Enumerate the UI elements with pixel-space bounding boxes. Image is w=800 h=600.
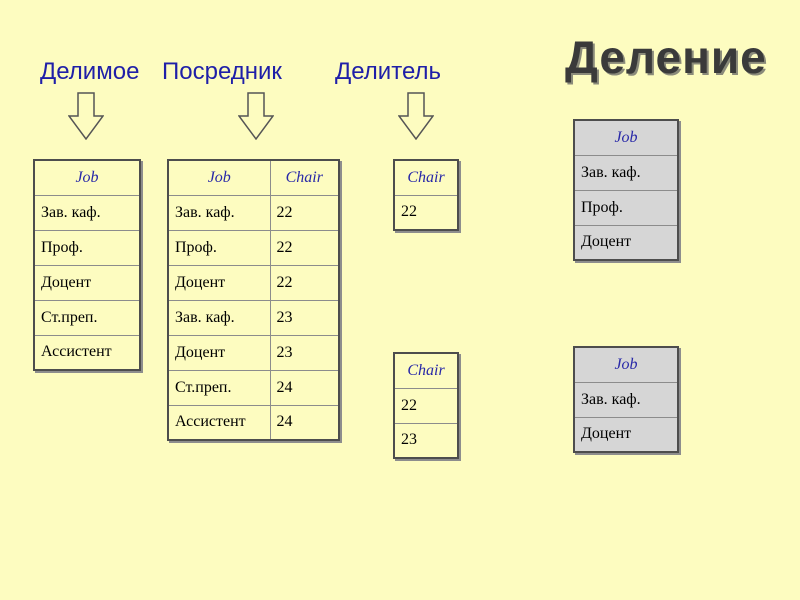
column-header-job: Job bbox=[573, 346, 679, 383]
title-shadow: Деление bbox=[567, 33, 769, 85]
table-row: Зав. каф. bbox=[573, 381, 679, 418]
cell-chair: 22 bbox=[393, 194, 459, 231]
down-arrow-icon bbox=[238, 92, 274, 140]
table-header-row: Chair bbox=[393, 159, 459, 196]
table-row: Зав. каф. bbox=[573, 154, 679, 191]
cell-chair: 23 bbox=[269, 299, 340, 336]
table-row: 23 bbox=[393, 422, 459, 459]
result-table-1: Job Зав. каф. Проф. Доцент bbox=[573, 119, 679, 261]
table-header-row: Job bbox=[33, 159, 141, 196]
cell-chair: 22 bbox=[393, 387, 459, 424]
table-row: Доцент bbox=[573, 416, 679, 453]
table-row: 22 bbox=[393, 387, 459, 424]
column-header-job: Job bbox=[167, 159, 271, 196]
cell-chair: 23 bbox=[393, 422, 459, 459]
table-row: 22 bbox=[393, 194, 459, 231]
cell-job: Зав. каф. bbox=[167, 299, 271, 336]
table-row: Доцент bbox=[33, 264, 141, 301]
table-header-row: Job Chair bbox=[167, 159, 340, 196]
table-row: Зав. каф.23 bbox=[167, 299, 340, 336]
title-text: Деление bbox=[565, 31, 767, 83]
cell-job: Проф. bbox=[167, 229, 271, 266]
column-header-chair: Chair bbox=[393, 352, 459, 389]
divisor-table-1: Chair 22 bbox=[393, 159, 459, 231]
table-header-row: Job bbox=[573, 346, 679, 383]
cell-job: Зав. каф. bbox=[573, 154, 679, 191]
table-row: Ст.преп.24 bbox=[167, 369, 340, 406]
down-arrow-icon bbox=[68, 92, 104, 140]
cell-job: Зав. каф. bbox=[33, 194, 141, 231]
cell-job: Ассистент bbox=[167, 404, 271, 441]
column-header-chair: Chair bbox=[393, 159, 459, 196]
cell-job: Зав. каф. bbox=[167, 194, 271, 231]
table-header-row: Chair bbox=[393, 352, 459, 389]
cell-job: Ст.преп. bbox=[33, 299, 141, 336]
table-header-row: Job bbox=[573, 119, 679, 156]
dividend-table: Job Зав. каф. Проф. Доцент Ст.преп. Асси… bbox=[33, 159, 141, 371]
cell-job: Доцент bbox=[573, 224, 679, 261]
cell-job: Проф. bbox=[33, 229, 141, 266]
cell-job: Доцент bbox=[167, 264, 271, 301]
cell-job: Зав. каф. bbox=[573, 381, 679, 418]
column-header-chair: Chair bbox=[269, 159, 340, 196]
column-header-job: Job bbox=[573, 119, 679, 156]
table-row: Зав. каф. bbox=[33, 194, 141, 231]
cell-chair: 23 bbox=[269, 334, 340, 371]
result-table-2: Job Зав. каф. Доцент bbox=[573, 346, 679, 453]
table-row: Ассистент bbox=[33, 334, 141, 371]
divisor-table-2: Chair 22 23 bbox=[393, 352, 459, 459]
cell-chair: 24 bbox=[269, 369, 340, 406]
cell-job: Проф. bbox=[573, 189, 679, 226]
label-divisor: Делитель bbox=[335, 58, 441, 85]
cell-job: Доцент bbox=[33, 264, 141, 301]
cell-chair: 22 bbox=[269, 229, 340, 266]
cell-job: Доцент bbox=[573, 416, 679, 453]
down-arrow-icon bbox=[398, 92, 434, 140]
table-row: Зав. каф.22 bbox=[167, 194, 340, 231]
table-row: Проф. bbox=[33, 229, 141, 266]
table-row: Проф.22 bbox=[167, 229, 340, 266]
column-header-job: Job bbox=[33, 159, 141, 196]
table-row: Доцент bbox=[573, 224, 679, 261]
cell-chair: 22 bbox=[269, 264, 340, 301]
table-row: Ст.преп. bbox=[33, 299, 141, 336]
page-title: Деление Деление bbox=[565, 30, 769, 85]
cell-job: Ассистент bbox=[33, 334, 141, 371]
cell-job: Ст.преп. bbox=[167, 369, 271, 406]
cell-chair: 24 bbox=[269, 404, 340, 441]
label-intermediary: Посредник bbox=[162, 58, 282, 85]
cell-job: Доцент bbox=[167, 334, 271, 371]
cell-chair: 22 bbox=[269, 194, 340, 231]
label-dividend: Делимое bbox=[40, 58, 140, 85]
table-row: Проф. bbox=[573, 189, 679, 226]
